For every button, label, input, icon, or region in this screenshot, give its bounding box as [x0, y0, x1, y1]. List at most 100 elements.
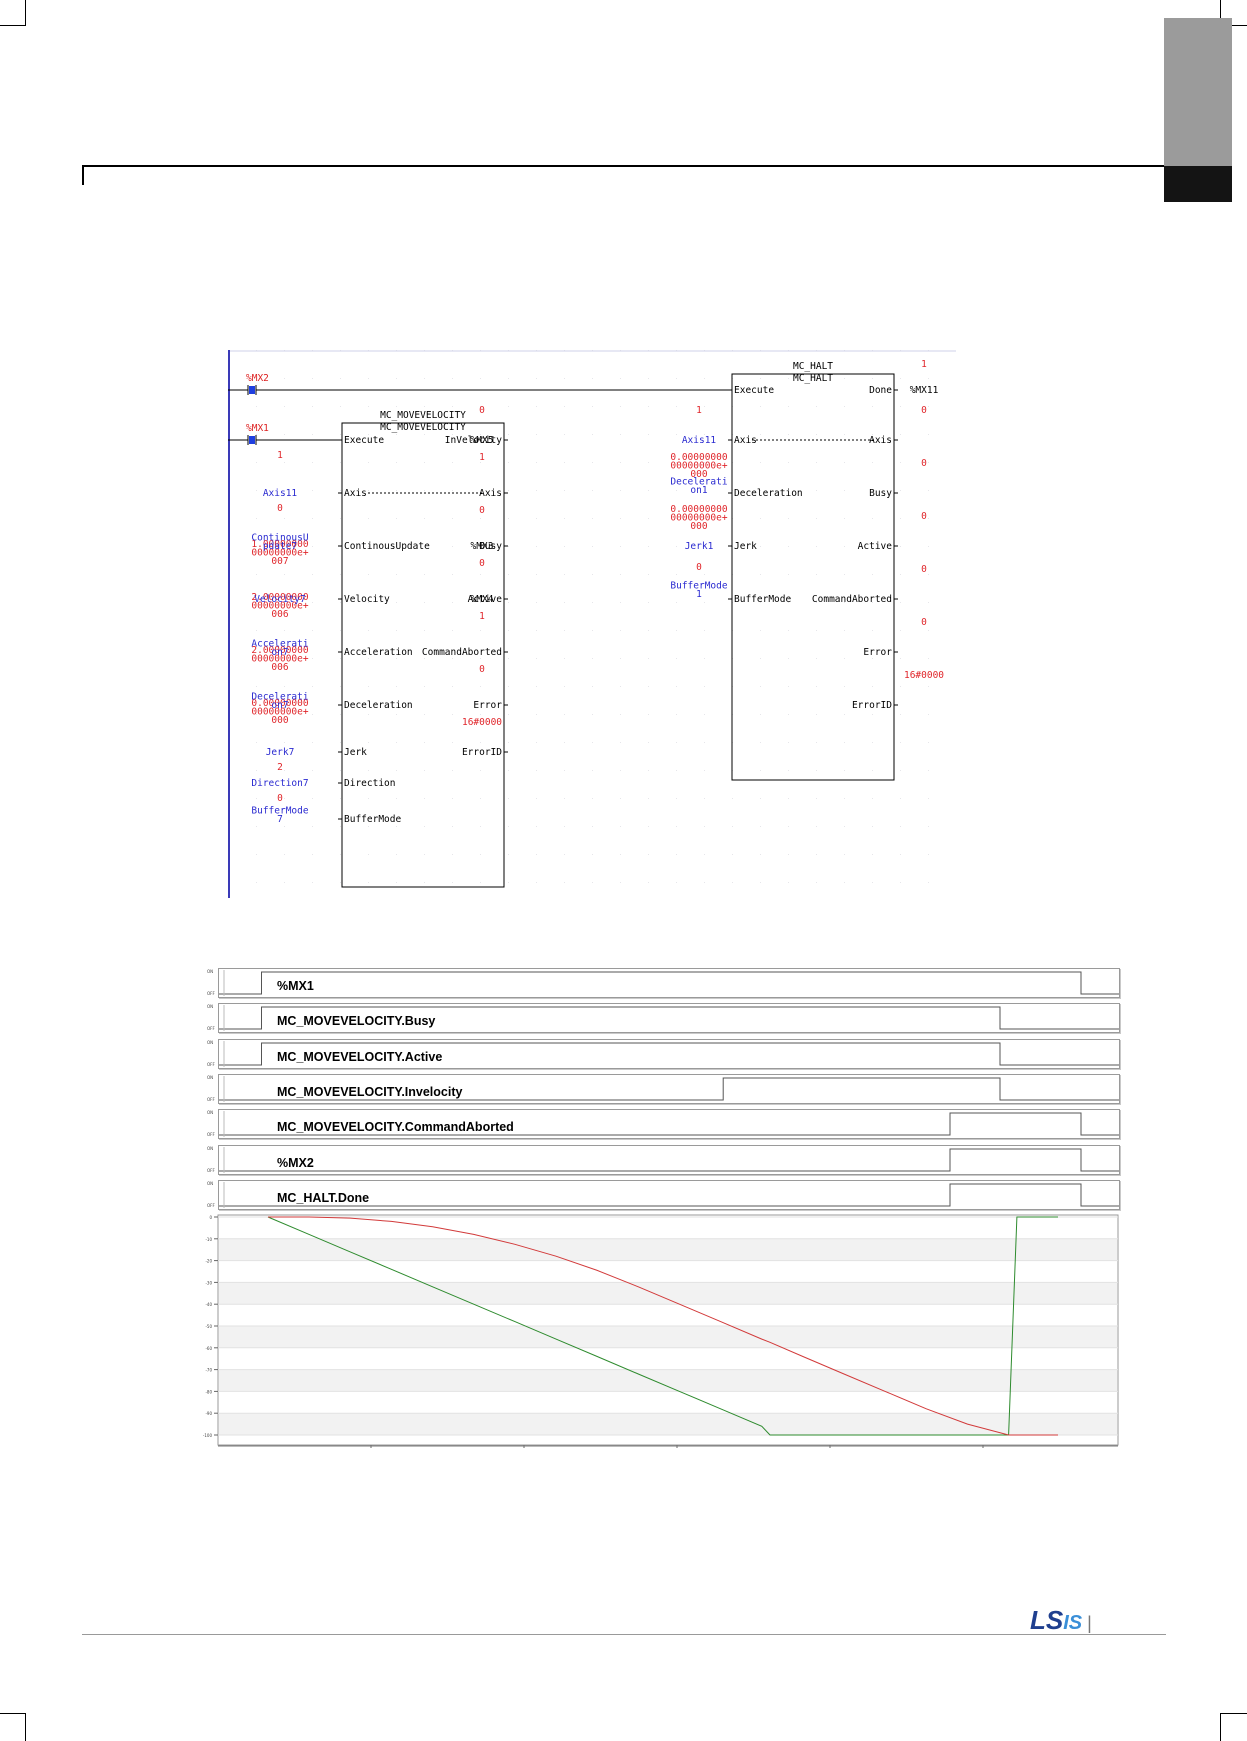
mv-input-pin: Jerk: [344, 747, 367, 758]
signal-on-label: ON: [207, 969, 214, 974]
signal-on-label: ON: [207, 1145, 214, 1151]
signal-on-label: ON: [207, 1039, 214, 1045]
y-tick-label: -10: [205, 1237, 212, 1242]
mv-input-value: 2: [277, 762, 283, 773]
halt-output-value: 0: [921, 405, 927, 416]
y-tick-label: -20: [205, 1259, 212, 1264]
halt-output-pin: Active: [858, 541, 893, 552]
header-rule: [82, 165, 1166, 167]
halt-output-value: 0: [921, 458, 927, 469]
signal-waveform: [219, 1111, 1119, 1138]
position-trend-chart: 0-10-20-30-40-50-60-70-80-90-100: [203, 1214, 1119, 1448]
crop-mark-tr-v: [1220, 0, 1221, 26]
halt-input-value: 1: [696, 405, 702, 416]
mc-movevelocity-box: [341, 422, 505, 888]
mv-output-value: 1: [479, 611, 485, 622]
signal-label: MC_MOVEVELOCITY.Busy: [277, 1014, 436, 1029]
halt-output-pin: CommandAborted: [812, 594, 892, 605]
mv-input-pin: BufferMode: [344, 814, 401, 825]
mc-movevelocity-instance: MC_MOVEVELOCITY: [380, 422, 466, 433]
contact-mx2-label: %MX2: [246, 373, 269, 384]
signal-waveform: [219, 1146, 1119, 1173]
mv-input-value: 0: [277, 793, 283, 804]
mv-output-value: 0: [479, 558, 485, 569]
halt-output-value: 0: [921, 564, 927, 575]
halt-output-value: 16#0000: [904, 670, 944, 681]
signal-row: ON OFF MC_HALT.Done: [207, 1179, 1120, 1210]
mv-output-pin: CommandAborted: [422, 647, 502, 658]
mv-output-value: 0: [479, 405, 485, 416]
mv-output-value: 0: [479, 664, 485, 675]
chapter-tab-gray: [1164, 18, 1232, 166]
signal-waveform: [219, 1005, 1119, 1032]
halt-output-value: 0: [921, 511, 927, 522]
y-tick-label: -100: [203, 1433, 213, 1438]
footer-rule: [82, 1634, 1166, 1635]
chapter-tab-black: [1164, 166, 1232, 202]
signal-off-label: OFF: [207, 991, 215, 996]
mc-halt-type: MC_HALT: [793, 361, 833, 372]
crop-mark-br-v: [1220, 1713, 1221, 1741]
mv-output-pin: Busy: [479, 541, 502, 552]
mv-output-value: 16#0000: [462, 717, 502, 728]
mv-input-pin: Velocity: [344, 594, 390, 605]
signal-label: MC_MOVEVELOCITY.Active: [277, 1049, 443, 1064]
crop-mark-bl-h: [0, 1713, 26, 1714]
mc-halt-block[interactable]: MC_HALT MC_HALT: [731, 361, 895, 781]
mv-input-var: Jerk7: [266, 747, 295, 758]
signal-off-label: OFF: [207, 1202, 215, 1208]
halt-input-var: Jerk1: [685, 541, 714, 552]
trend-band: [219, 1413, 1117, 1435]
y-tick-label: 0: [209, 1215, 212, 1220]
mc-movevelocity-type: MC_MOVEVELOCITY: [380, 410, 466, 421]
signal-waveform: [219, 1040, 1119, 1067]
mc-halt-instance: MC_HALT: [793, 373, 833, 384]
ladder-diagram: %MX2 %MX1 MC_MOVEVELOCITY MC_MOVEVELOCIT…: [228, 350, 956, 898]
crop-mark-tl-h: [0, 25, 26, 26]
y-tick-label: -70: [205, 1368, 212, 1373]
mv-input-pin: Direction: [344, 778, 395, 789]
signal-on-label: ON: [207, 1004, 214, 1010]
mv-input-var: Velocity7: [254, 594, 305, 605]
trend-band: [219, 1369, 1117, 1392]
mv-input-value: 0: [277, 503, 283, 514]
signal-label: MC_HALT.Done: [277, 1190, 370, 1205]
y-tick-label: -30: [205, 1280, 212, 1285]
signal-on-label: ON: [207, 1074, 214, 1080]
halt-output-pin: Error: [863, 647, 892, 658]
mv-input-var: Direction7: [251, 778, 308, 789]
brand-logo: LSIS |: [1030, 1605, 1092, 1635]
y-tick-label: -40: [205, 1302, 212, 1307]
signal-off-label: OFF: [207, 1132, 215, 1138]
signal-waveform: [219, 1075, 1119, 1102]
mc-movevelocity-block[interactable]: MC_MOVEVELOCITY MC_MOVEVELOCITY: [341, 410, 505, 888]
mv-output-var: %MX3: [471, 541, 494, 552]
crop-mark-tl-v: [25, 0, 26, 26]
series-green-line: [267, 1216, 1058, 1436]
contact-mx1-label: %MX1: [246, 423, 269, 434]
signal-on-label: ON: [207, 1110, 214, 1116]
crop-mark-br-h: [1220, 1713, 1247, 1714]
mv-input-pin: Execute: [344, 435, 384, 446]
signal-on-label: ON: [207, 1180, 214, 1186]
mv-output-pin: Error: [473, 700, 502, 711]
y-tick-label: -80: [205, 1389, 212, 1394]
halt-output-pin: Busy: [869, 488, 892, 499]
signal-label: %MX2: [277, 1155, 314, 1170]
mv-output-value: 0: [479, 505, 485, 516]
mv-input-pin: ContinousUpdate: [344, 541, 430, 552]
